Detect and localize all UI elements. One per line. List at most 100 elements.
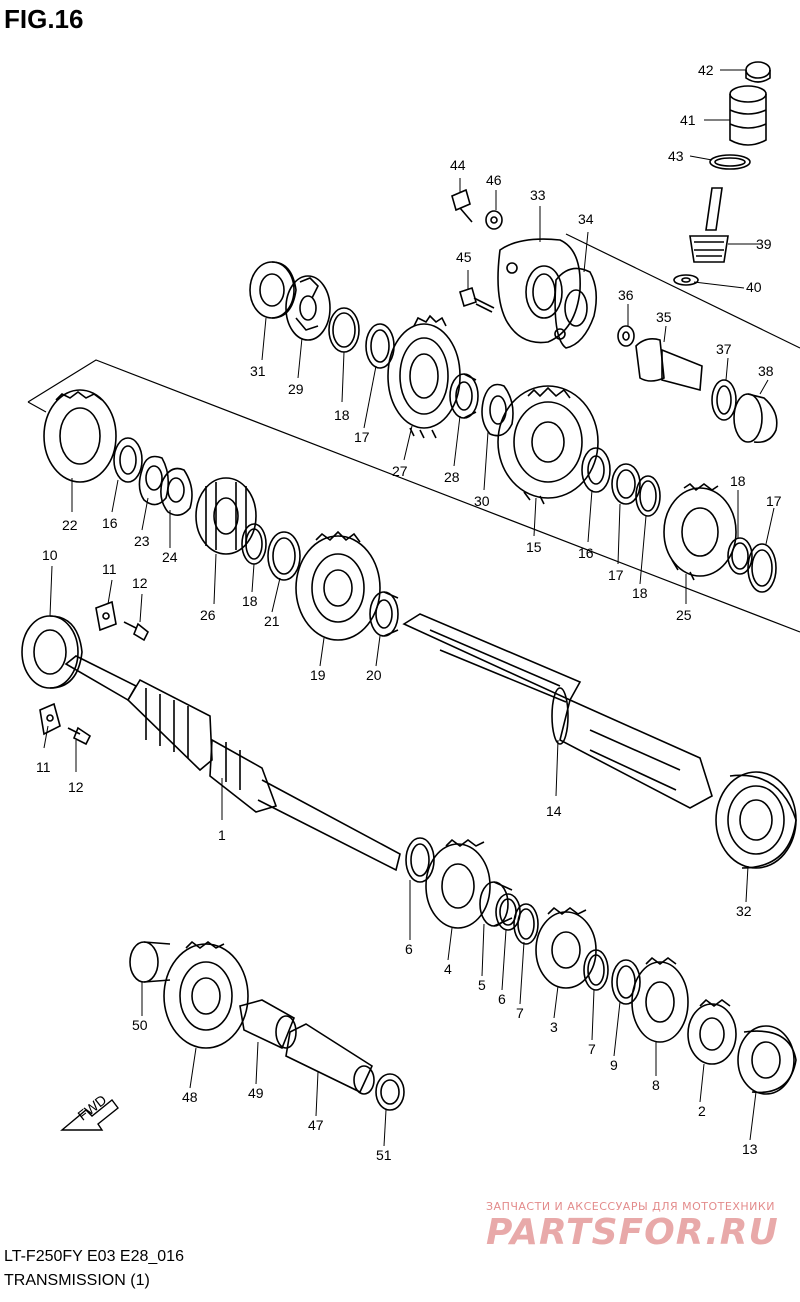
callout-9: 9 — [610, 1057, 618, 1073]
callout-12-b: 12 — [68, 779, 84, 795]
callout-20: 20 — [366, 667, 382, 683]
callout-43: 43 — [668, 148, 684, 164]
callout-26: 26 — [200, 607, 216, 623]
screw-12-a — [123, 621, 150, 642]
gear-19 — [295, 530, 381, 641]
washer-21 — [267, 531, 301, 581]
leader-lines — [43, 69, 775, 1147]
callout-8: 8 — [652, 1077, 660, 1093]
callout-32: 32 — [736, 903, 752, 919]
countershaft-14 — [402, 613, 713, 809]
callout-48: 48 — [182, 1089, 198, 1105]
bolt-44 — [451, 188, 473, 223]
spacer-49 — [239, 999, 297, 1050]
speedometer-gear-39 — [689, 187, 729, 263]
callout-21: 21 — [264, 613, 280, 629]
bushing-41 — [729, 85, 767, 146]
callout-50: 50 — [132, 1017, 148, 1033]
washer-36 — [617, 325, 635, 347]
group-frame — [27, 359, 800, 633]
callout-35: 35 — [656, 309, 672, 325]
circlip-7-a — [513, 903, 539, 945]
washer-17-b — [611, 463, 641, 505]
driven-gear-35 — [635, 338, 703, 392]
callout-5: 5 — [478, 977, 486, 993]
callout-41: 41 — [680, 112, 696, 128]
bolt-45 — [459, 286, 495, 313]
callout-4: 4 — [444, 961, 452, 977]
callout-17-a: 17 — [354, 429, 370, 445]
callout-11-b: 11 — [36, 759, 51, 775]
callout-15: 15 — [526, 539, 542, 555]
callout-34: 34 — [578, 211, 594, 227]
callout-30: 30 — [474, 493, 490, 509]
gear-22 — [43, 389, 117, 483]
callout-19: 19 — [310, 667, 326, 683]
callout-22: 22 — [62, 517, 78, 533]
callout-45: 45 — [456, 249, 472, 265]
callout-6-b: 6 — [498, 991, 506, 1007]
washer-51 — [375, 1073, 405, 1111]
callout-14: 14 — [546, 803, 562, 819]
callout-labels: 42 41 43 44 46 33 34 39 45 40 36 35 37 3… — [36, 62, 782, 1163]
callout-17-c: 17 — [766, 493, 782, 509]
callout-3: 3 — [550, 1019, 558, 1035]
callout-46: 46 — [486, 172, 502, 188]
watermark-tagline: ЗАПЧАСТИ И АКСЕССУАРЫ ДЛЯ МОТОТЕХНИКИ — [486, 1200, 775, 1213]
washer-24 — [160, 467, 193, 516]
callout-27: 27 — [392, 463, 408, 479]
gasket-34 — [554, 267, 598, 349]
bushing-28 — [449, 373, 479, 419]
washer-23 — [138, 455, 170, 506]
callout-11-a: 11 — [102, 561, 117, 577]
callout-49: 49 — [248, 1085, 264, 1101]
gear-27 — [387, 314, 461, 439]
callout-7-b: 7 — [588, 1041, 596, 1057]
bushing-50 — [129, 941, 171, 983]
cap-42 — [745, 61, 771, 83]
callout-18-d: 18 — [242, 593, 258, 609]
mainshaft-1 — [64, 655, 401, 872]
circlip-7-b — [583, 949, 609, 991]
washer-6-a — [405, 837, 435, 883]
callout-29: 29 — [288, 381, 304, 397]
bearing-32 — [715, 771, 797, 869]
callout-38: 38 — [758, 363, 774, 379]
callout-31: 31 — [250, 363, 266, 379]
section-name: TRANSMISSION (1) — [4, 1272, 150, 1289]
retainer-11-a — [95, 600, 117, 632]
callout-37: 37 — [716, 341, 732, 357]
gear-3 — [535, 906, 597, 989]
callout-39: 39 — [756, 236, 772, 252]
figure-title: FIG.16 — [4, 4, 84, 34]
gear-15 — [497, 385, 599, 505]
oring-43 — [709, 154, 751, 170]
callout-18-a: 18 — [334, 407, 350, 423]
callout-10: 10 — [42, 547, 58, 563]
gear-2 — [687, 998, 737, 1065]
circlip-18-b — [635, 475, 661, 517]
gear-25 — [663, 482, 737, 581]
washer-40 — [673, 274, 699, 286]
bearing-10 — [21, 615, 83, 689]
callout-7-a: 7 — [516, 1005, 524, 1021]
callout-44: 44 — [450, 157, 466, 173]
callout-16-a: 16 — [578, 545, 594, 561]
callout-2: 2 — [698, 1103, 706, 1119]
gear-4 — [425, 838, 491, 929]
circlip-18-a — [328, 307, 360, 353]
washer-30 — [481, 383, 514, 437]
gear-26 — [195, 477, 257, 555]
model-code: LT-F250FY E03 E28_016 — [4, 1248, 184, 1265]
fwd-arrow-icon — [60, 1099, 119, 1131]
bushing-16-a — [581, 447, 611, 493]
washer-17-c — [747, 543, 777, 593]
callout-33: 33 — [530, 187, 546, 203]
callout-40: 40 — [746, 279, 762, 295]
callout-42: 42 — [698, 62, 714, 78]
callout-36: 36 — [618, 287, 634, 303]
screw-12-b — [67, 726, 92, 746]
callout-13: 13 — [742, 1141, 758, 1157]
callout-23: 23 — [134, 533, 150, 549]
